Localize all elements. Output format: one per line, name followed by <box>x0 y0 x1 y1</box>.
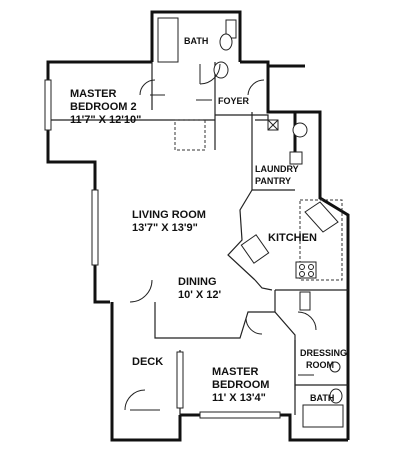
master2-label-2: BEDROOM 2 <box>70 101 137 113</box>
living-room-label: LIVING ROOM <box>132 209 206 221</box>
laundry-fixtures <box>267 119 308 165</box>
master2-closet <box>139 79 212 151</box>
bath-bottom-label: BATH <box>310 393 334 403</box>
deck-door <box>124 389 160 411</box>
foyer-label: FOYER <box>218 96 250 106</box>
dining-label: DINING <box>178 276 217 288</box>
dining-doors <box>129 279 263 335</box>
deck-label: DECK <box>132 356 163 368</box>
master-dims: 11' X 13'4" <box>212 392 266 404</box>
kitchen-label: KITCHEN <box>268 232 317 244</box>
master-label-2: BEDROOM <box>212 379 269 391</box>
dressing-label: DRESSING <box>300 348 347 358</box>
foyer-door <box>247 79 265 96</box>
master2-dims: 11'7" X 12'10" <box>70 114 141 126</box>
laundry-label: LAUNDRY <box>255 164 299 174</box>
dressing-label-2: ROOM <box>306 360 334 370</box>
room-labels: BATH MASTER BEDROOM 2 11'7" X 12'10" FOY… <box>70 36 347 404</box>
windows <box>44 79 281 419</box>
dining-dims: 10' X 12' <box>178 289 222 301</box>
master-bath-fixtures <box>297 291 344 428</box>
kitchen-fixtures <box>240 199 343 281</box>
top-bath-fixtures <box>157 17 237 85</box>
master-label: MASTER <box>212 366 259 378</box>
pantry-label: PANTRY <box>255 176 291 186</box>
living-room-dims: 13'7" X 13'9" <box>132 222 198 234</box>
master2-label: MASTER <box>70 88 117 100</box>
bath-top-label: BATH <box>184 36 208 46</box>
outer-walls <box>46 10 350 442</box>
interior-walls <box>48 62 348 415</box>
